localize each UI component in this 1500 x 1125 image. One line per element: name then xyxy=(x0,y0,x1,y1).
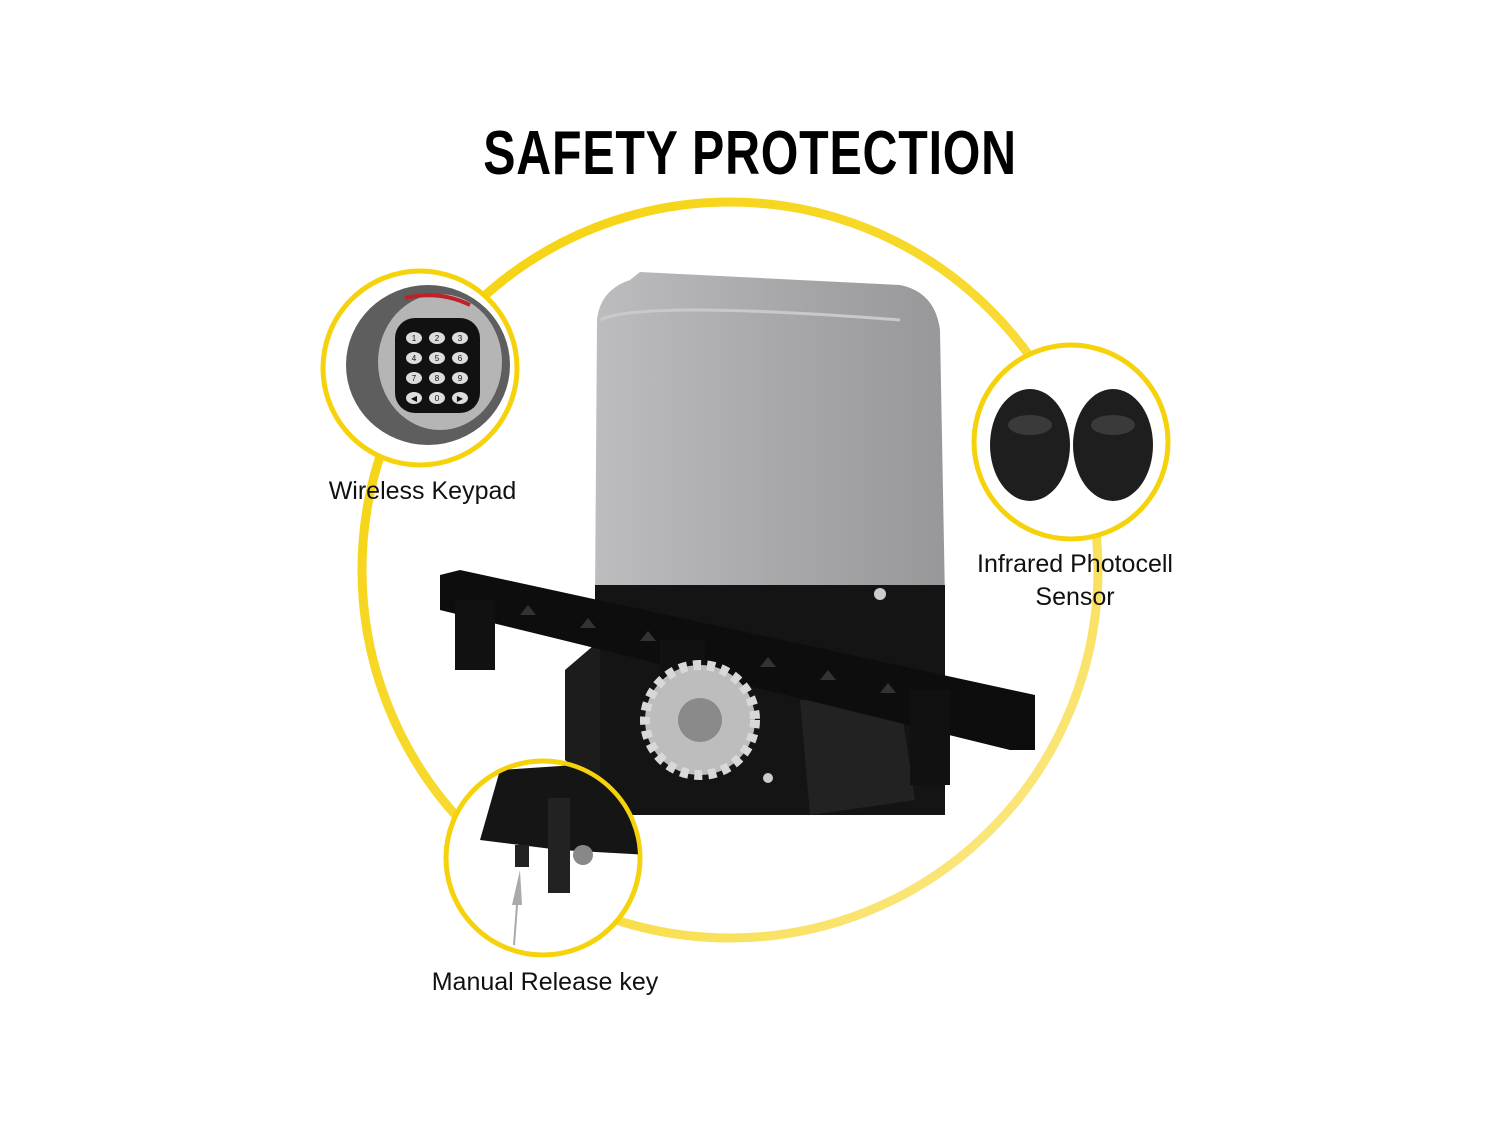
keypad-key-label: 9 xyxy=(458,374,463,383)
keypad-key xyxy=(429,392,445,404)
release-key-inset xyxy=(443,758,643,958)
keypad-key-label: 1 xyxy=(412,334,417,343)
keypad-key-label: 5 xyxy=(435,354,440,363)
feature-label-line: Sensor xyxy=(1035,583,1115,611)
keypad-key-label: 7 xyxy=(412,374,417,383)
keypad-key-label: ▶ xyxy=(457,394,464,403)
keypad-key-label: 6 xyxy=(458,354,463,363)
photocell-inset xyxy=(971,342,1171,542)
keypad-key xyxy=(452,372,468,384)
keypad-key-label: 4 xyxy=(412,354,417,363)
feature-label-line: Infrared Photocell xyxy=(977,550,1173,578)
page-title: SAFETY PROTECTION xyxy=(483,119,1017,188)
feature-ring xyxy=(357,197,1103,943)
keypad-key xyxy=(406,392,422,404)
keypad-key xyxy=(429,332,445,344)
feature-label-wireless-keypad: Wireless Keypad xyxy=(328,477,517,505)
keypad-key-label: 8 xyxy=(435,374,440,383)
photocell-sensor-icon xyxy=(990,389,1070,501)
keypad-key-label: 2 xyxy=(435,334,440,343)
keypad-key xyxy=(429,372,445,384)
keypad-key xyxy=(406,352,422,364)
keypad-key xyxy=(452,352,468,364)
feature-label-release-key: Manual Release key xyxy=(431,968,659,996)
keypad-key-label: 3 xyxy=(458,334,463,343)
keypad-key xyxy=(452,332,468,344)
keypad-key-label: ◀ xyxy=(411,394,418,403)
feature-label-photocell: Infrared Photocell Sensor xyxy=(950,548,1200,614)
gate-motor xyxy=(440,272,1035,815)
keypad-key xyxy=(406,332,422,344)
keypad-key xyxy=(429,352,445,364)
keypad-key xyxy=(452,392,468,404)
keypad-inset: 1 2 3 4 5 6 7 8 9 ◀ 0 ▶ xyxy=(320,268,520,468)
release-key-icon xyxy=(512,845,529,946)
keypad-key-label: 0 xyxy=(435,394,440,403)
keypad-key xyxy=(406,372,422,384)
